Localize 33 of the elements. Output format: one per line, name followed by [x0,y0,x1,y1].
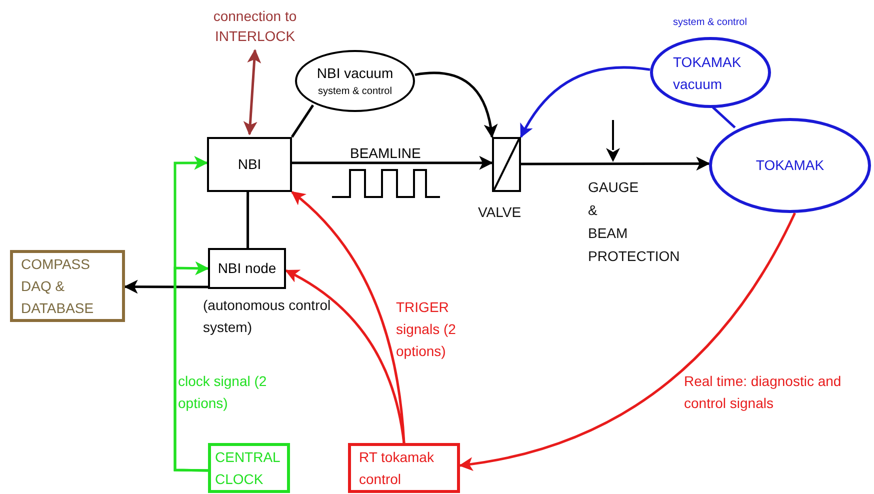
connector-arrow [520,66,650,138]
annotation-text: GAUGE & BEAM PROTECTION [588,178,681,266]
process-box [207,137,292,192]
node-label: COMPASS DAQ & DATABASE [21,255,95,318]
process-box [10,250,125,322]
connector-arrow [292,156,494,170]
process-box [208,248,286,289]
node-label: RT tokamak control [359,448,435,489]
edge-label: clock signal (2 options) [178,372,268,413]
edge-label: Real time: diagnostic and control signals [684,372,842,413]
node-caption: VALVE [478,203,522,222]
connector-arrow [243,49,262,136]
node-label: TOKAMAK vacuum [673,52,742,94]
connector-arrow [284,269,406,444]
node-label: NBI vacuum [316,64,394,83]
node-caption: (autonomous control system) [203,296,332,337]
node-label: CENTRAL CLOCK [215,448,281,489]
connector-arrow [414,72,498,138]
connector-arrow [521,156,710,171]
valve-symbol [492,137,521,192]
node-label: NBI [238,155,262,174]
edge-label: BEAMLINE [350,144,422,163]
connector-arrow [174,261,210,472]
process-box [208,443,290,493]
process-box [348,443,460,493]
connector-arrow [458,212,796,470]
node-label: TOKAMAK [756,156,824,175]
node-label: NBI node [218,259,276,278]
edge-label: TRIGER signals (2 options) [396,298,457,361]
node-label: connection to INTERLOCK [212,7,298,46]
node-caption: system & control [672,16,748,30]
connector-arrow [124,280,208,294]
node-label: system & control [318,85,392,99]
